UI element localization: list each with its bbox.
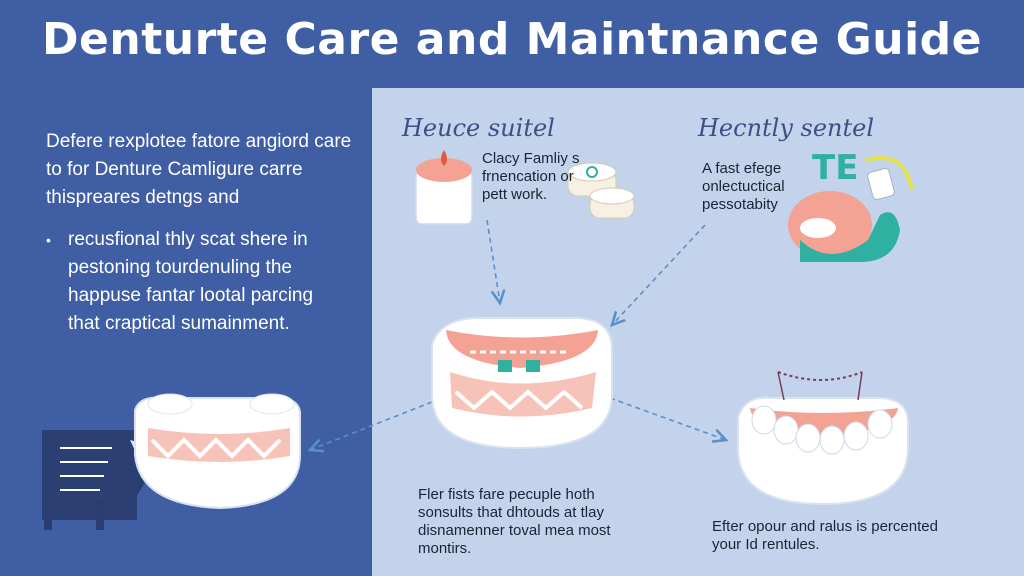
title-bar: [0, 0, 1024, 88]
denture-left-illustration: [134, 393, 301, 510]
denture-center-illustration: [431, 317, 613, 450]
denture-right-illustration: [737, 371, 909, 506]
denture-case-icon: [567, 162, 635, 219]
page-title: Denturte Care and Maintnance Guide: [42, 14, 982, 65]
panel-b-icon-letters: TE: [812, 148, 859, 188]
dentist-icon: [788, 156, 914, 262]
arrow-center-to-left: [310, 401, 433, 450]
panel-a-caption: Clacy Famliy s frnencation or pett work.: [482, 150, 580, 203]
bullet-text: recusfional thly scat shere in pestoning…: [68, 229, 314, 334]
intro-text: Defere rexplotee fatore angiord care to …: [46, 131, 352, 208]
panel-a-heading: Heuce suitel: [402, 114, 555, 142]
candle-icon: [415, 150, 473, 225]
arrow-center-to-right: [609, 397, 726, 440]
bullet-dot-icon: •: [46, 232, 51, 248]
panel-b-caption: A fast efege onlectuctical pessotabity: [702, 160, 785, 213]
arrow-a-to-center: [486, 219, 500, 303]
bottom-center-caption: Fler fists fare pecuple hoth sonsults th…: [418, 486, 611, 557]
bottom-right-caption: Efter opour and ralus is percented your …: [712, 518, 938, 553]
panel-b-heading: Hecntly sentel: [698, 114, 875, 142]
arrow-b-to-center: [612, 224, 706, 325]
bullet-item: • recusfional thly scat shere in pestoni…: [46, 226, 346, 338]
arrows: [310, 219, 726, 450]
